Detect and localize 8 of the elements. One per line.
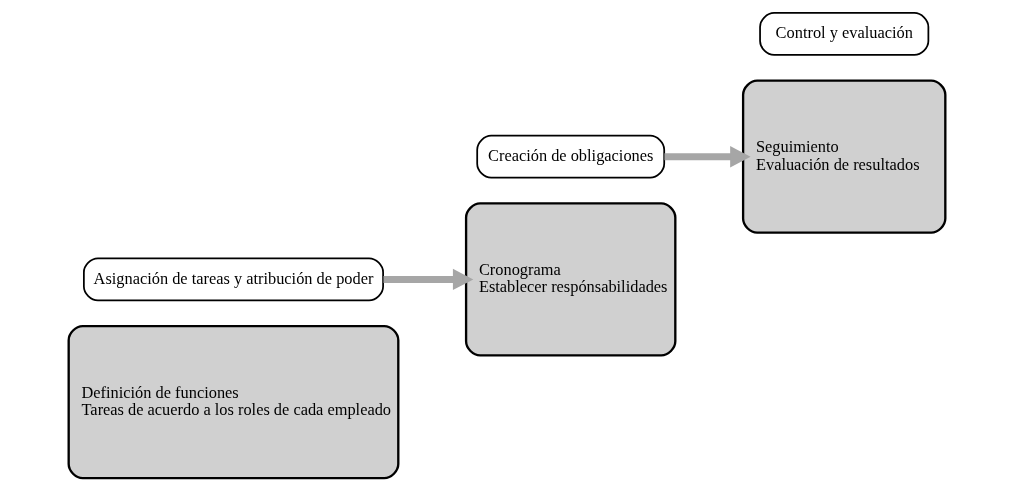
arrow: [383, 268, 474, 291]
node-box: Control y evaluación: [759, 12, 930, 56]
node-box: Definición de funciones Tareas de acuerdo a los roles de cada empleado: [67, 324, 400, 480]
node-box: Cronograma Establecer respónsabilidades: [464, 202, 677, 357]
arrow: [664, 145, 751, 168]
node-box: Asignación de tareas y atribución de poder: [83, 257, 384, 302]
node-box: Seguimiento Evaluación de resultados: [741, 79, 947, 234]
node-box: Creación de obligaciones: [476, 134, 666, 179]
